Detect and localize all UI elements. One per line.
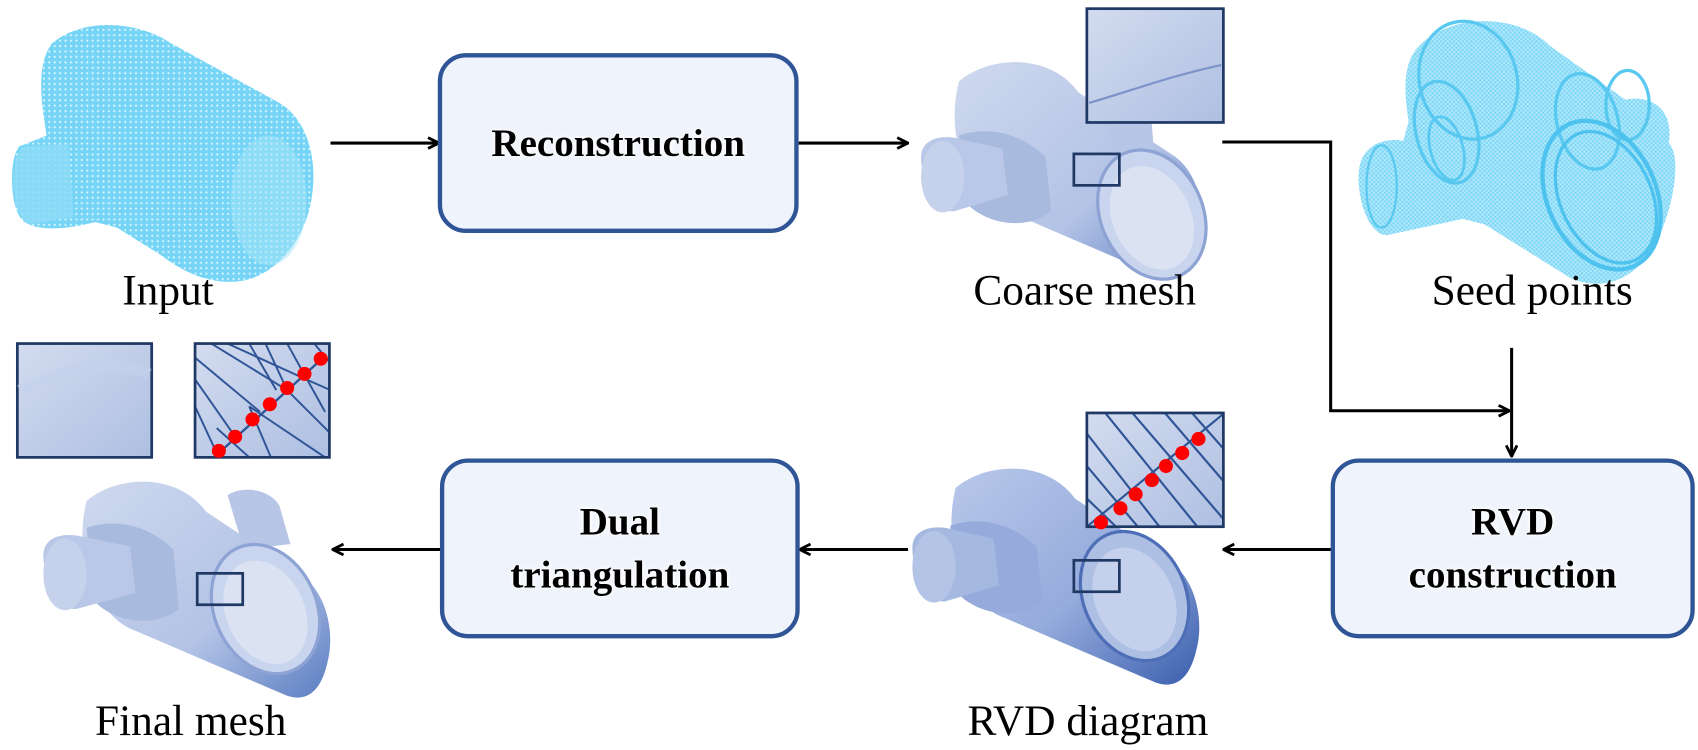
caption-final-mesh: Final mesh xyxy=(94,695,287,745)
final-mesh-image xyxy=(43,481,331,698)
process-label-reconstruction: Reconstruction xyxy=(491,120,745,165)
final-mesh-smooth-inset xyxy=(15,342,154,459)
process-box-rvd-construction: RVD construction xyxy=(1330,458,1695,639)
process-label-dual-triangulation-line2: triangulation xyxy=(510,552,730,597)
caption-coarse-mesh: Coarse mesh xyxy=(973,265,1197,315)
coarse-mesh-zoom-region xyxy=(1072,152,1121,187)
process-label-rvd-construction: RVD construction xyxy=(1409,495,1617,601)
process-label-rvd-construction-line1: RVD xyxy=(1471,499,1555,543)
caption-rvd-diagram: RVD diagram xyxy=(967,695,1209,745)
coarse-mesh-zoom-inset xyxy=(1085,7,1225,124)
final-mesh-seed-dots xyxy=(211,351,328,458)
rvd-zoom-inset xyxy=(1085,411,1225,530)
process-label-dual-triangulation-line1: Dual xyxy=(579,499,660,543)
process-box-reconstruction: Reconstruction xyxy=(437,53,799,234)
process-label-dual-triangulation: Dual triangulation xyxy=(510,495,729,601)
input-point-cloud-image xyxy=(11,25,314,282)
process-label-rvd-construction-line2: construction xyxy=(1408,552,1617,597)
arrow-coarse-mesh-to-rvd-construction xyxy=(1222,140,1509,411)
coarse-mesh-image xyxy=(921,62,1208,281)
final-mesh-zoom-region xyxy=(195,571,245,607)
rvd-zoom-region xyxy=(1072,558,1121,594)
seed-points-image xyxy=(1358,19,1676,284)
caption-input: Input xyxy=(122,265,214,315)
process-box-dual-triangulation: Dual triangulation xyxy=(439,458,800,639)
final-mesh-triangulation-inset xyxy=(193,342,331,459)
rvd-seed-dots xyxy=(1093,431,1206,530)
rvd-diagram-image xyxy=(912,468,1200,685)
caption-seed-points: Seed points xyxy=(1431,265,1633,315)
